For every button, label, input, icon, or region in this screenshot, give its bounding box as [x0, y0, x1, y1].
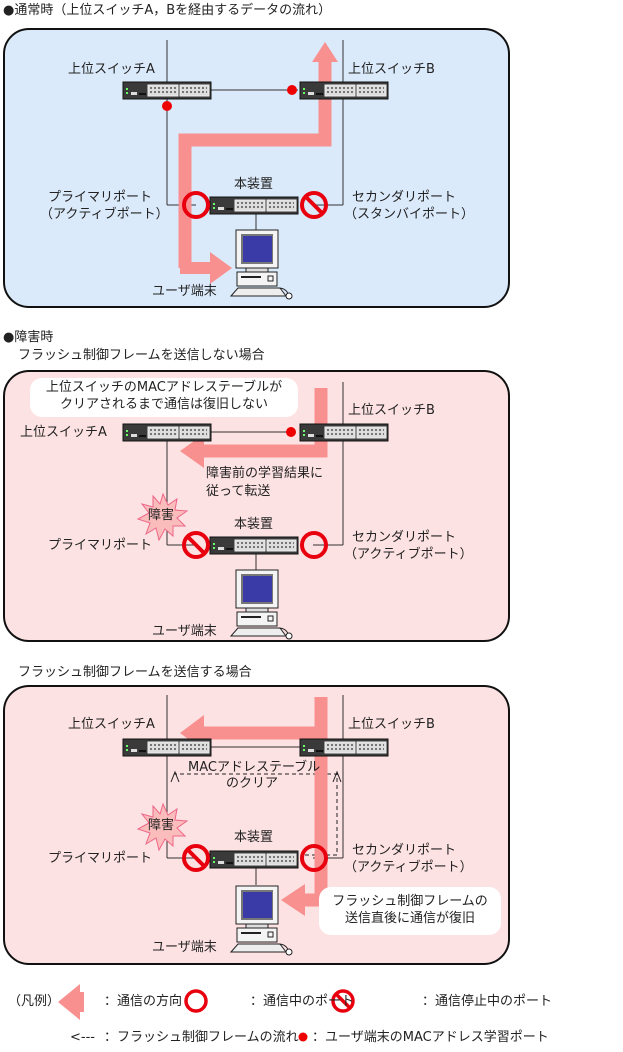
- user-terminal-icon: [230, 229, 293, 300]
- legend-title: （凡例）: [8, 994, 61, 1009]
- switch-a-label: 上位スイッチA: [68, 717, 155, 732]
- switch-a-icon: [122, 81, 212, 100]
- mac-learn-dot: [286, 427, 296, 437]
- switch-a-label: 上位スイッチA: [68, 62, 155, 77]
- device-icon: [209, 850, 299, 869]
- switch-a-label: 上位スイッチA: [20, 425, 107, 440]
- no-flush-note: 上位スイッチのMACアドレステーブルが クリアされるまで通信は復旧しない: [30, 378, 298, 417]
- device-label: 本装置: [234, 517, 274, 532]
- legend-flush-flow-label: ：フラッシュ制御フレームの流れ: [104, 1030, 299, 1045]
- flush-note-line2: 送信直後に通信が復旧: [344, 911, 475, 926]
- secondary-port-state: （アクティブポート）: [344, 860, 473, 875]
- normal-diagram: [122, 40, 389, 300]
- primary-port-label: プライマリポート: [48, 851, 153, 866]
- mac-clear-line1: MACアドレステーブル: [188, 760, 321, 775]
- secondary-port-label: セカンダリポート: [352, 190, 457, 205]
- primary-port-label: プライマリポート: [48, 538, 153, 553]
- no-flush-subheading: フラッシュ制御フレームを送信しない場合: [18, 348, 265, 363]
- no-flush-note-line2: クリアされるまで通信は復旧しない: [59, 397, 268, 412]
- normal-heading: ●通常時（上位スイッチA，Bを経由するデータの流れ）: [3, 3, 332, 18]
- fault-label: 障害: [148, 818, 175, 833]
- switch-b-label: 上位スイッチB: [348, 717, 435, 732]
- user-terminal-icon: [230, 885, 293, 956]
- user-terminal-icon: [230, 569, 293, 640]
- terminal-label: ユーザ端末: [152, 940, 217, 955]
- device-label: 本装置: [234, 177, 274, 192]
- legend-active-port-label: ：通信中のポート: [250, 994, 355, 1009]
- legend-arrow-icon: [58, 984, 84, 1020]
- secondary-port-label: セカンダリポート: [352, 530, 457, 545]
- primary-port-label: プライマリポート: [48, 190, 153, 205]
- no-flush-diagram: [122, 382, 389, 640]
- legend-stopped-port-label: ：通信停止中のポート: [422, 994, 553, 1009]
- legend-stopped-port-icon: [331, 989, 355, 1013]
- legend-flush-arrow-glyph: <---: [70, 1030, 95, 1045]
- legend-mac-learn-dot: [298, 1032, 308, 1042]
- secondary-port-state: （スタンバイポート）: [344, 207, 475, 222]
- primary-port-state: （アクティブポート）: [40, 207, 169, 222]
- device-icon: [209, 196, 299, 215]
- legend-arrow-label: ：通信の方向: [104, 994, 183, 1009]
- terminal-label: ユーザ端末: [152, 624, 217, 639]
- mac-learn-dot: [287, 85, 297, 95]
- secondary-port-state: （アクティブポート）: [344, 547, 473, 562]
- no-flush-note-line1: 上位スイッチのMACアドレステーブルが: [45, 380, 283, 395]
- mac-clear-line2: のクリア: [226, 776, 279, 791]
- mac-learn-dot: [162, 101, 172, 111]
- switch-b-icon: [299, 423, 389, 442]
- failure-heading: ●障害時: [3, 330, 54, 345]
- terminal-label: ユーザ端末: [152, 284, 217, 299]
- switch-b-label: 上位スイッチB: [348, 62, 435, 77]
- legend-active-port-icon: [184, 989, 208, 1013]
- switch-b-icon: [299, 738, 389, 757]
- secondary-port-label: セカンダリポート: [352, 843, 457, 858]
- device-icon: [209, 536, 299, 555]
- device-label: 本装置: [234, 830, 274, 845]
- fault-label: 障害: [148, 508, 175, 523]
- switch-a-icon: [122, 738, 212, 757]
- legend-mac-learn-label: ：ユーザ端末のMACアドレス学習ポート: [312, 1030, 549, 1045]
- forward-note-line1: 障害前の学習結果に: [206, 466, 324, 481]
- switch-a-icon: [122, 423, 212, 442]
- flush-subheading: フラッシュ制御フレームを送信する場合: [18, 665, 252, 680]
- forward-note-line2: 従って転送: [206, 484, 271, 499]
- flush-note-line1: フラッシュ制御フレームの: [332, 894, 488, 909]
- switch-b-label: 上位スイッチB: [348, 403, 435, 418]
- switch-b-icon: [299, 81, 389, 100]
- flush-note: フラッシュ制御フレームの 送信直後に通信が復旧: [319, 887, 501, 935]
